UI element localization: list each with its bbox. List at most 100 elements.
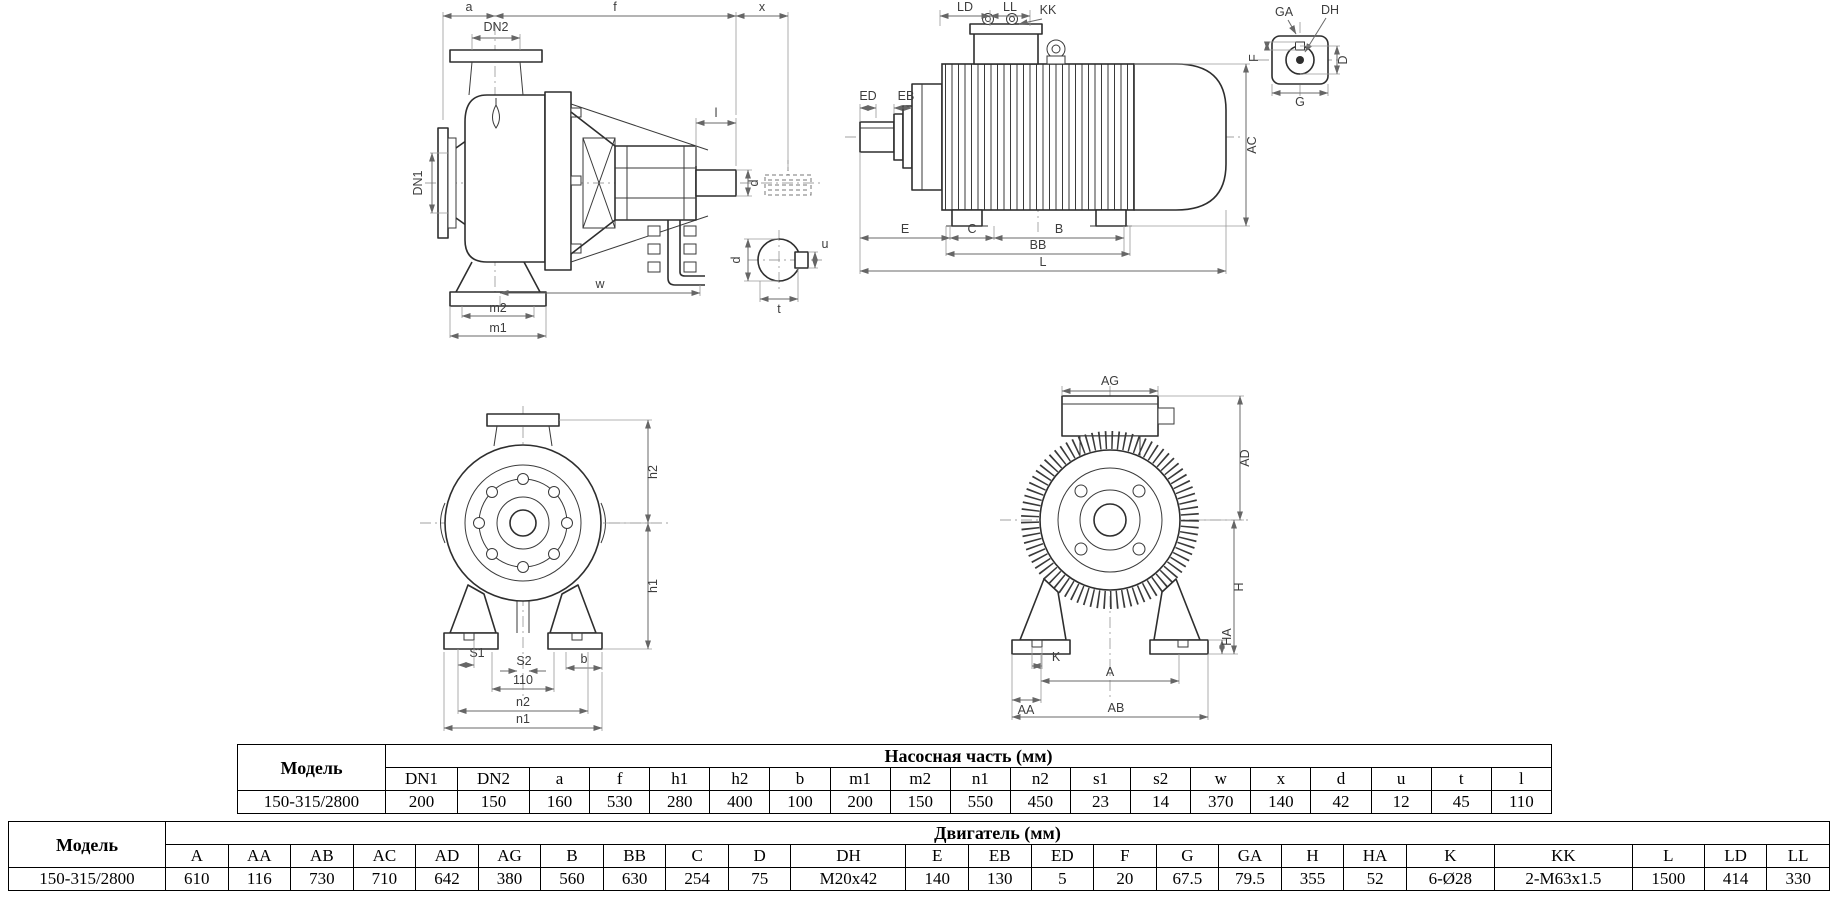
motor-table-group-row: Модель Двигатель (мм) [8, 821, 1830, 868]
pump-val-dn1: 200 [385, 790, 458, 814]
dim-label-det-f: F [1247, 54, 1261, 62]
motor-front-view: AG AD H HA K A AA AB [1000, 374, 1252, 720]
motor-col-c: C [665, 844, 729, 868]
pump-col-dn2: DN2 [457, 767, 530, 791]
motor-val-a: 610 [165, 867, 229, 891]
motor-val-ed: 5 [1030, 867, 1095, 891]
motor-val-ld: 414 [1703, 867, 1768, 891]
dim-label-mfv-h: H [1232, 582, 1246, 591]
dim-label-psv-dn2: DN2 [483, 20, 508, 34]
motor-shaft-end-detail: GA DH D G F [1247, 3, 1350, 109]
motor-val-ad: 642 [415, 867, 479, 891]
pump-val-x: 140 [1250, 790, 1312, 814]
pump-val-dn2: 150 [457, 790, 530, 814]
pump-col-b: b [769, 767, 831, 791]
motor-col-bb: BB [602, 844, 667, 868]
dim-label-mfv-a: A [1106, 665, 1115, 679]
motor-col-ad: AD [415, 844, 479, 868]
motor-col-ab: AB [290, 844, 354, 868]
pump-val-t: 45 [1430, 790, 1492, 814]
pump-val-f: 530 [589, 790, 651, 814]
motor-col-d: D [727, 844, 792, 868]
motor-table-data-row: 150-315/2800 610 116 730 710 642 380 560… [8, 867, 1830, 891]
motor-val-e: 140 [905, 867, 970, 891]
dim-label-det-dh: DH [1321, 3, 1339, 17]
motor-table-model-header: Модель [8, 821, 166, 868]
motor-col-a: A [165, 844, 229, 868]
pump-col-n1: n1 [949, 767, 1011, 791]
motor-col-ll: LL [1766, 844, 1830, 868]
motor-val-h: 355 [1280, 867, 1345, 891]
dim-label-msv-ed: ED [859, 89, 876, 103]
dim-label-psv-w: w [594, 277, 605, 291]
motor-col-ga: GA [1218, 844, 1282, 868]
dim-label-det-ga: GA [1275, 5, 1294, 19]
pump-col-s2: s2 [1130, 767, 1192, 791]
dim-label-msv-bb: BB [1030, 238, 1047, 252]
motor-col-h: H [1280, 844, 1345, 868]
pump-val-l: 110 [1490, 790, 1553, 814]
motor-col-ac: AC [352, 844, 417, 868]
dim-label-pfv-n2: n2 [516, 695, 530, 709]
motor-table-group-header: Двигатель (мм) [165, 821, 1830, 845]
pump-col-a: a [528, 767, 591, 791]
motor-col-e: E [905, 844, 970, 868]
pump-val-n2: 450 [1009, 790, 1071, 814]
pump-val-m1: 200 [829, 790, 891, 814]
pump-val-b: 100 [769, 790, 831, 814]
pump-col-l: l [1490, 767, 1553, 791]
dim-label-mfv-ag: AG [1101, 374, 1119, 388]
motor-val-l: 1500 [1631, 867, 1705, 891]
dim-label-mfv-ha: HA [1220, 628, 1234, 646]
motor-val-ab: 730 [290, 867, 354, 891]
motor-col-ha: HA [1343, 844, 1407, 868]
dim-label-psv-l: l [715, 106, 718, 120]
dim-label-psv-t: t [777, 302, 781, 316]
pump-col-s1: s1 [1069, 767, 1132, 791]
dim-label-psv-u: u [822, 237, 829, 251]
dim-label-pfv-b: b [581, 652, 588, 666]
motor-val-aa: 116 [227, 867, 292, 891]
motor-val-d: 75 [727, 867, 792, 891]
motor-val-f: 20 [1093, 867, 1157, 891]
dim-label-psv-x: x [759, 0, 766, 14]
pump-val-d: 42 [1310, 790, 1372, 814]
motor-col-k: K [1405, 844, 1495, 868]
dim-label-mfv-ab: AB [1108, 701, 1125, 715]
dim-label-msv-l: L [1040, 255, 1047, 269]
dim-label-mfv-aa: AA [1018, 703, 1035, 717]
motor-val-ha: 52 [1343, 867, 1407, 891]
dim-label-msv-eb: EB [898, 89, 915, 103]
motor-col-ed: ED [1030, 844, 1095, 868]
dim-label-msv-ld: LD [957, 0, 973, 14]
motor-val-dh: M20x42 [790, 867, 907, 891]
pump-val-a: 160 [528, 790, 591, 814]
pump-shaft-section-detail: d u t [729, 230, 829, 316]
pump-col-d: d [1310, 767, 1372, 791]
dim-label-msv-e: E [901, 222, 909, 236]
dim-label-psv-d: d [747, 179, 761, 186]
pump-col-m1: m1 [829, 767, 891, 791]
pump-model-cell: 150-315/2800 [237, 790, 386, 814]
dim-label-mfv-k: K [1052, 650, 1061, 664]
motor-col-ld: LD [1703, 844, 1768, 868]
motor-val-g: 67.5 [1155, 867, 1220, 891]
dim-label-psv-m2: m2 [489, 301, 506, 315]
pump-table-column-header-row: DN1 DN2 a f h1 h2 b m1 m2 n1 n2 s1 s2 w … [238, 767, 1553, 791]
pump-val-s1: 23 [1069, 790, 1132, 814]
dim-label-psv-f: f [613, 0, 617, 14]
pump-side-view: a f x DN2 DN1 l d w m2 m1 [411, 0, 829, 339]
pump-val-h2: 400 [709, 790, 771, 814]
motor-val-kk: 2-M63x1.5 [1493, 867, 1633, 891]
motor-val-eb: 130 [968, 867, 1032, 891]
dim-label-msv-c: C [967, 222, 976, 236]
motor-val-ac: 710 [352, 867, 417, 891]
dim-label-msv-b: B [1055, 222, 1063, 236]
dim-label-psv-d-section: d [729, 256, 743, 263]
pump-col-w: w [1190, 767, 1252, 791]
dim-label-pfv-n1: n1 [516, 712, 530, 726]
dim-label-msv-kk: KK [1040, 3, 1057, 17]
motor-col-l: L [1631, 844, 1705, 868]
pump-col-x: x [1250, 767, 1312, 791]
